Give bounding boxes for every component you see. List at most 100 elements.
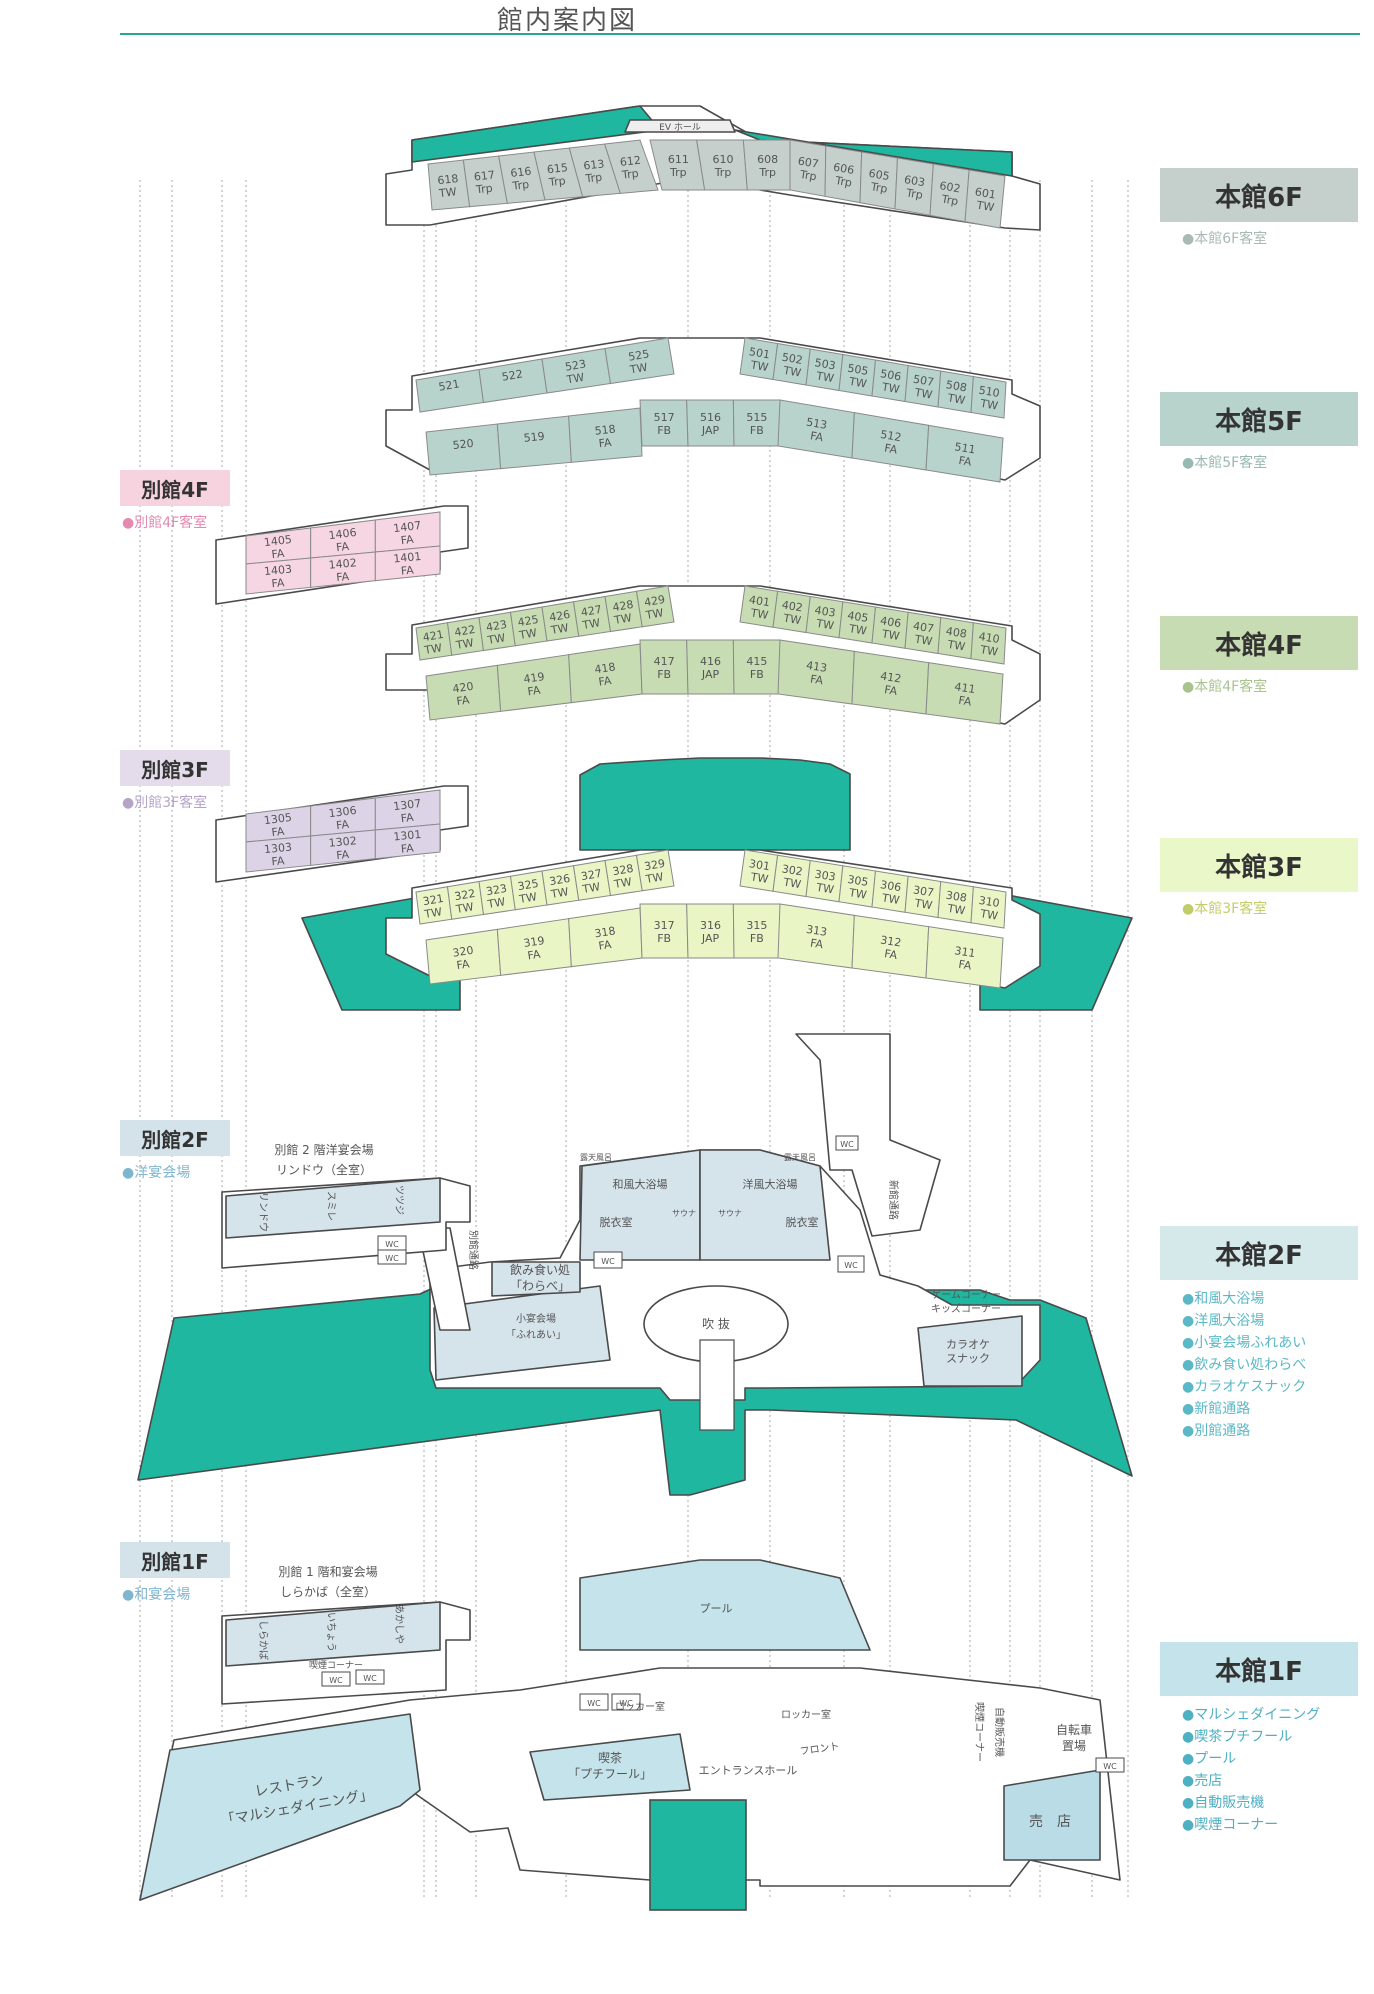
room-number: 601 [974,185,997,201]
floor-label-main5[interactable]: 本館5F [1160,392,1358,446]
room-type: TW [847,622,868,638]
wc-box [321,1671,351,1687]
room-number: 1302 [328,834,357,850]
room-number: 310 [978,894,1001,910]
room-type: FA [809,429,824,444]
game-corner-label: ゲームコーナー [931,1289,1001,1301]
cafe-label: 喫茶 [598,1750,622,1765]
floor-label-main6[interactable]: 本館6F [1160,168,1358,222]
room-number: 508 [945,378,968,394]
room-type: TW [612,875,633,891]
room-type: FA [400,533,415,548]
room-number: 602 [939,179,962,195]
floor-label-main2[interactable]: 本館2F [1160,1226,1358,1280]
cafe-label: 「プチフール」 [568,1767,652,1781]
room-number: 419 [523,670,546,686]
room-number: 318 [594,924,617,940]
wc-box [1095,1757,1125,1773]
floor-label-annex3[interactable]: 別館3F [120,750,230,786]
room-type: FA [598,436,613,450]
wc-label: WC [385,1254,399,1263]
room-type: TW [486,631,507,647]
room-number: 421 [422,628,445,644]
room-number: 521 [438,377,461,393]
room-number: 413 [805,659,828,675]
room-type: FA [883,947,898,962]
room-329 [635,849,675,892]
wc-label: WC [329,1676,343,1685]
room-type: TW [880,627,901,643]
locker-label: ロッカー室 [615,1700,665,1713]
room-number: 410 [978,630,1001,646]
wc-label: WC [601,1257,615,1266]
room-type: FA [336,570,350,584]
room-type: Trp [904,186,924,202]
room-type: TW [517,626,538,642]
room-number: 425 [517,613,540,629]
room-type: TW [978,397,999,413]
floor-label-main4[interactable]: 本館4F [1160,616,1358,670]
room-type: TW [880,380,901,396]
room-number: 511 [954,440,977,456]
room-type: FA [400,564,414,578]
smoking-corner-label: 喫煙コーナー [973,1702,985,1762]
room-type: TW [814,369,835,385]
room-type: FA [958,694,973,709]
floor-label-main1[interactable]: 本館1F [1160,1642,1358,1696]
room-type: Trp [584,171,603,186]
legend-item: ●喫煙コーナー [1182,1817,1279,1833]
room-type: Trp [547,174,566,189]
room-type: TW [549,621,570,637]
room-type: TW [517,890,538,906]
room-type: FA [883,442,898,457]
room-type: Trp [714,166,732,179]
western-bath [699,1149,831,1261]
room-number: 507 [912,373,935,389]
room-number: 523 [564,357,587,373]
entrance-label: エントランスホール [699,1764,798,1777]
room-type: FA [598,674,613,689]
room-number: 503 [814,356,837,372]
restaurant [139,1713,421,1901]
room-type: FB [750,668,764,681]
room-number: 406 [879,614,902,630]
room-type: FB [657,668,671,681]
room-type: FA [958,958,973,973]
room-number: 405 [847,609,870,625]
room-type: TW [549,885,570,901]
room-number: 303 [814,868,837,884]
room-number: 315 [746,919,767,932]
floor-label-main3[interactable]: 本館3F [1160,838,1358,892]
room-type: Trp [620,167,639,182]
dressing-room-label: 脱衣室 [600,1215,633,1229]
room-type: TW [422,905,443,921]
wc-label: WC [363,1674,377,1683]
floor-label-annex4[interactable]: 別館4F [120,470,230,506]
bridge-walkway [699,1339,735,1431]
shirakaba-hall [225,1601,441,1667]
legend-item: ●売店 [1182,1773,1223,1789]
wc-box [835,1135,859,1151]
room-type: FA [271,576,285,590]
wc-label: WC [619,1699,633,1708]
room-type: Trp [940,192,960,208]
wc-box [377,1249,407,1265]
room-number: 423 [485,618,508,634]
room-type: TW [782,611,803,627]
room-type: TW [946,638,967,654]
room-number: 317 [654,919,675,932]
room-type: TW [814,881,835,897]
room-type: Trp [758,166,776,179]
open-air-bath-label: 露天風呂 [784,1153,816,1162]
room-410 [970,622,1007,665]
room-number: 616 [510,165,532,180]
floor-label-annex1[interactable]: 別館1F [120,1542,230,1578]
floor-label-annex2[interactable]: 別館2F [120,1120,230,1156]
room-number: 411 [954,680,977,696]
japanese-bath [579,1149,701,1261]
legend-item: ●本館6F客室 [1182,231,1268,247]
room-type: FB [657,424,671,437]
f3-terrace-top [579,757,851,851]
room-number: 1303 [263,841,292,857]
room-type: FA [271,825,286,840]
